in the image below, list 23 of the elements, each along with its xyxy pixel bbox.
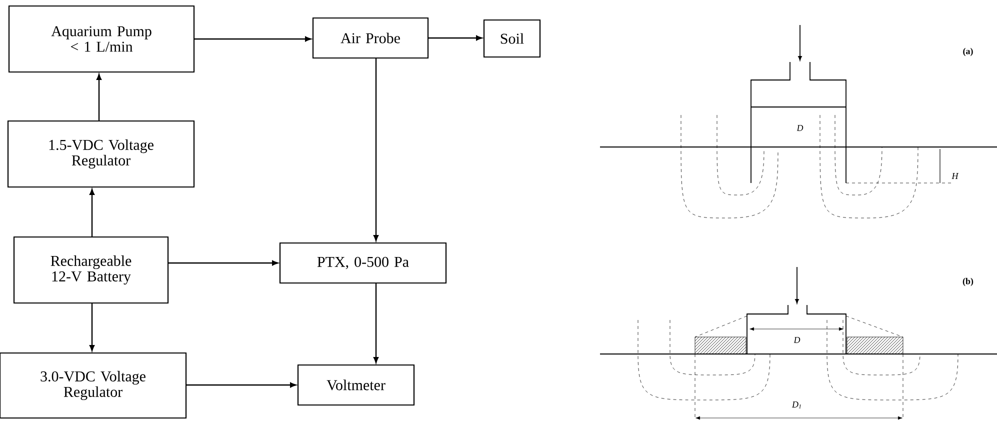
dimension-label: H	[952, 173, 959, 179]
process-box: Soil	[483, 19, 541, 58]
dimension-label: D	[796, 125, 804, 131]
process-box: 3.0-VDC Voltage Regulator	[0, 352, 187, 419]
process-box: PTX, 0-500 Pa	[279, 242, 447, 284]
arrow	[373, 283, 379, 364]
arrow	[89, 303, 95, 352]
process-box: Aquarium Pump < 1 L/min	[8, 5, 195, 73]
process-box: 1.5-VDC Voltage Regulator	[7, 120, 195, 188]
panel-label: (a)	[963, 48, 973, 56]
process-box: Rechargeable 12-V Battery	[13, 236, 169, 304]
arrow	[373, 58, 379, 242]
process-box: Air Probe	[312, 17, 429, 59]
dimension-label: D$_{1}$	[792, 402, 801, 408]
arrow	[96, 74, 102, 121]
dimension-label: D	[794, 337, 800, 343]
arrow	[89, 188, 95, 237]
panel-label: (b)	[962, 278, 974, 286]
arrow	[186, 382, 296, 388]
process-box: Voltmeter	[297, 364, 415, 406]
arrow	[428, 35, 482, 41]
arrow	[168, 260, 278, 266]
arrow	[194, 36, 312, 42]
